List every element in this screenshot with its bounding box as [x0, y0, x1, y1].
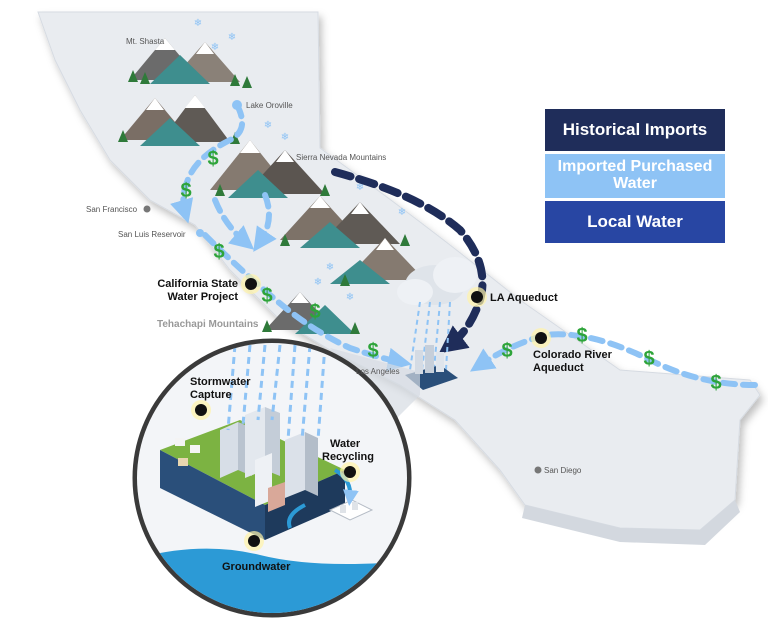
dollar-icon: $ [643, 348, 654, 370]
dollar-icon: $ [180, 180, 191, 202]
svg-text:❄: ❄ [314, 277, 322, 288]
label-san-luis: San Luis Reservoir [118, 230, 186, 239]
legend-imported-purchased-water: Imported Purchased Water [545, 154, 725, 198]
label-stormwater-2: Capture [190, 389, 232, 401]
mountain-range [120, 38, 425, 334]
la-aqueduct-flow [331, 168, 487, 354]
label-groundwater: Groundwater [222, 561, 291, 573]
svg-text:❄: ❄ [398, 207, 406, 218]
svg-text:❄: ❄ [264, 120, 272, 131]
dollar-icon: $ [261, 285, 272, 307]
dollar-icon: $ [501, 340, 512, 362]
label-swp-1: California State [157, 278, 238, 290]
label-colorado-1: Colorado River [533, 349, 613, 361]
svg-text:❄: ❄ [211, 42, 219, 53]
svg-text:❄: ❄ [228, 32, 236, 43]
label-tehachapi: Tehachapi Mountains [157, 319, 259, 330]
dollar-icon: $ [367, 340, 378, 362]
label-los-angeles: Los Angeles [356, 367, 400, 376]
dollar-icon: $ [710, 372, 721, 394]
dollar-icon: $ [207, 148, 218, 170]
label-recycling-1: Water [330, 438, 361, 450]
california-map-edge [522, 500, 740, 545]
source-markers [191, 274, 551, 551]
trees [118, 70, 430, 334]
label-sierra-nevada: Sierra Nevada Mountains [296, 153, 386, 162]
place-markers [143, 100, 542, 474]
dollar-icons: $ $ $ $ $ $ $ $ $ $ [180, 148, 721, 394]
label-san-francisco: San Francisco [86, 205, 138, 214]
dollar-icon: $ [213, 241, 224, 263]
svg-text:❄: ❄ [356, 182, 364, 193]
svg-text:❄: ❄ [326, 262, 334, 273]
dollar-icon: $ [309, 301, 320, 323]
label-mt-shasta: Mt. Shasta [126, 37, 165, 46]
label-san-diego: San Diego [544, 466, 582, 475]
label-lake-oroville: Lake Oroville [246, 101, 293, 110]
place-labels: Mt. Shasta Lake Oroville Sierra Nevada M… [86, 37, 582, 475]
legend-local-water: Local Water [545, 201, 725, 243]
label-recycling-2: Recycling [322, 451, 374, 463]
legend-historical-imports: Historical Imports [545, 109, 725, 151]
imported-water-flows [170, 102, 758, 388]
label-colorado-2: Aqueduct [533, 362, 584, 374]
svg-text:❄: ❄ [194, 18, 202, 29]
label-stormwater-1: Stormwater [190, 376, 251, 388]
label-swp-2: Water Project [167, 291, 238, 303]
source-labels: California State Water Project LA Aquedu… [157, 278, 612, 573]
rain-lines [409, 301, 451, 371]
label-la-aqueduct: LA Aqueduct [490, 292, 558, 304]
rain-cloud [397, 257, 477, 305]
svg-text:❄: ❄ [281, 132, 289, 143]
svg-text:❄: ❄ [346, 292, 354, 303]
dollar-icon: $ [576, 325, 587, 347]
